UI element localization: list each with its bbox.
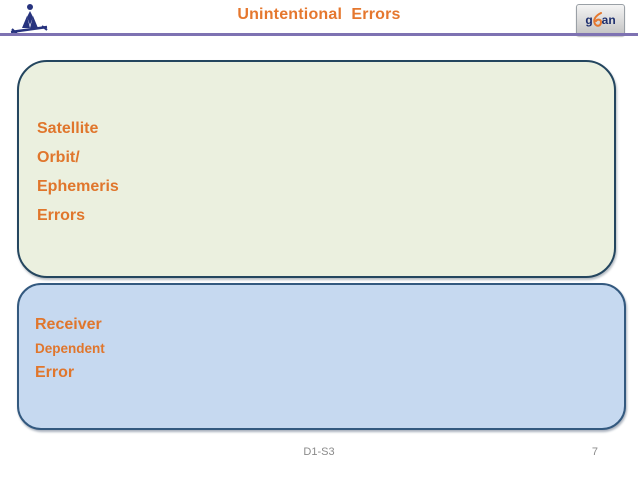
satellite-orbit-errors-box: Satellite Orbit/ Ephemeris Errors xyxy=(17,60,616,278)
footer-session-label: D1-S3 xyxy=(303,446,335,458)
aai-logo-icon xyxy=(10,4,48,35)
slide-title: Unintentional Errors xyxy=(237,6,401,23)
gagan-logo-text-right: an xyxy=(601,13,616,27)
box-text-line: Dependent xyxy=(35,341,105,356)
box-text-line: Satellite xyxy=(37,120,99,137)
footer-page-number: 7 xyxy=(591,446,598,458)
box-text-line: Ephemeris xyxy=(37,178,119,195)
slide-header: Unintentional Errors g an xyxy=(0,0,638,36)
gagan-swoosh-icon xyxy=(592,12,602,27)
gagan-logo-text-left: g xyxy=(585,13,593,27)
box-text-line: Error xyxy=(35,364,75,381)
box-text-line: Errors xyxy=(37,207,86,224)
receiver-dependent-error-box: Receiver Dependent Error xyxy=(17,283,626,430)
box-text-line: Receiver xyxy=(35,316,102,333)
box-text-line: Orbit/ xyxy=(37,149,80,166)
receiver-dependent-error-label: Receiver Dependent Error xyxy=(35,313,105,385)
satellite-orbit-errors-label: Satellite Orbit/ Ephemeris Errors xyxy=(37,114,119,230)
gagan-logo: g an xyxy=(576,4,625,36)
header-divider xyxy=(0,33,638,36)
